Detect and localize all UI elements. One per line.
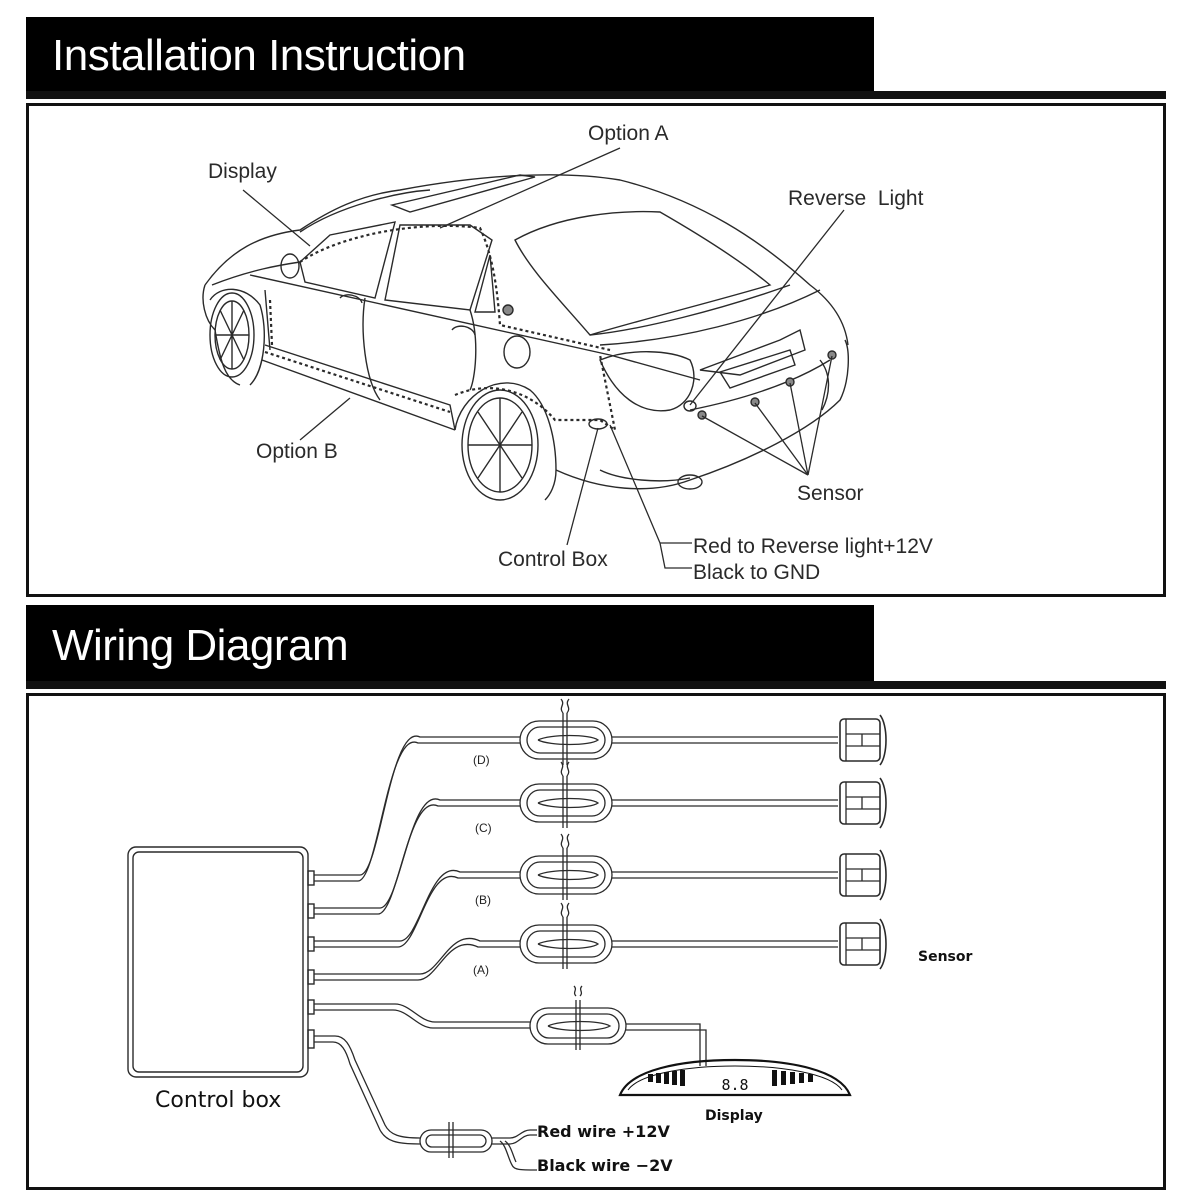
label-control-box: Control Box xyxy=(498,548,608,571)
section-banner-wiring: Wiring Diagram xyxy=(26,605,874,685)
installation-panel xyxy=(26,103,1166,597)
display-segment xyxy=(790,1072,795,1084)
section-banner-installation: Installation Instruction xyxy=(26,17,874,97)
sensor-channel xyxy=(314,902,887,981)
banner-underline xyxy=(26,91,1166,99)
display-readout: 8.8 xyxy=(721,1076,748,1094)
display-segment xyxy=(664,1072,669,1084)
sensor-channels: (D) (C) (B) (A) xyxy=(314,698,887,981)
label-red-wire: Red to Reverse light+12V xyxy=(693,535,933,558)
sensor-channel xyxy=(314,761,887,915)
display-wire xyxy=(314,985,707,1066)
display-segment xyxy=(772,1070,777,1086)
label-sensor-wiring: Sensor xyxy=(918,949,972,965)
display-unit: 8.8 xyxy=(618,1058,852,1097)
label-display-wiring: Display xyxy=(705,1108,763,1124)
label-display: Display xyxy=(208,160,277,183)
label-black-wire: Black to GND xyxy=(693,561,820,584)
callout-lines xyxy=(242,147,845,569)
display-segment xyxy=(656,1073,661,1083)
banner-underline xyxy=(26,681,1166,689)
display-segment xyxy=(648,1074,653,1082)
label-black-wire-wiring: Black wire −2V xyxy=(537,1156,673,1175)
control-box xyxy=(127,846,315,1078)
display-segment xyxy=(799,1073,804,1083)
wiring-panel xyxy=(26,693,1166,1190)
power-wire xyxy=(314,1035,538,1171)
display-segment xyxy=(680,1070,685,1086)
car-illustration xyxy=(202,174,849,501)
display-segment xyxy=(781,1071,786,1085)
channel-label: (D) xyxy=(473,753,490,767)
label-option-b: Option B xyxy=(256,440,338,463)
label-sensor: Sensor xyxy=(797,482,864,505)
sensor-channel xyxy=(314,833,887,948)
label-control-box-wiring: Control box xyxy=(155,1088,281,1113)
label-reverse-light: Reverse Light xyxy=(788,187,924,210)
display-segment xyxy=(808,1074,813,1082)
channel-label: (B) xyxy=(475,893,491,907)
section-title-wiring: Wiring Diagram xyxy=(52,621,349,670)
label-option-a: Option A xyxy=(588,122,669,145)
channel-label: (C) xyxy=(475,821,492,835)
label-red-wire-wiring: Red wire +12V xyxy=(537,1122,670,1141)
display-segment xyxy=(672,1071,677,1085)
channel-label: (A) xyxy=(473,963,489,977)
section-title-installation: Installation Instruction xyxy=(52,31,466,80)
sensor-channel xyxy=(314,698,887,882)
